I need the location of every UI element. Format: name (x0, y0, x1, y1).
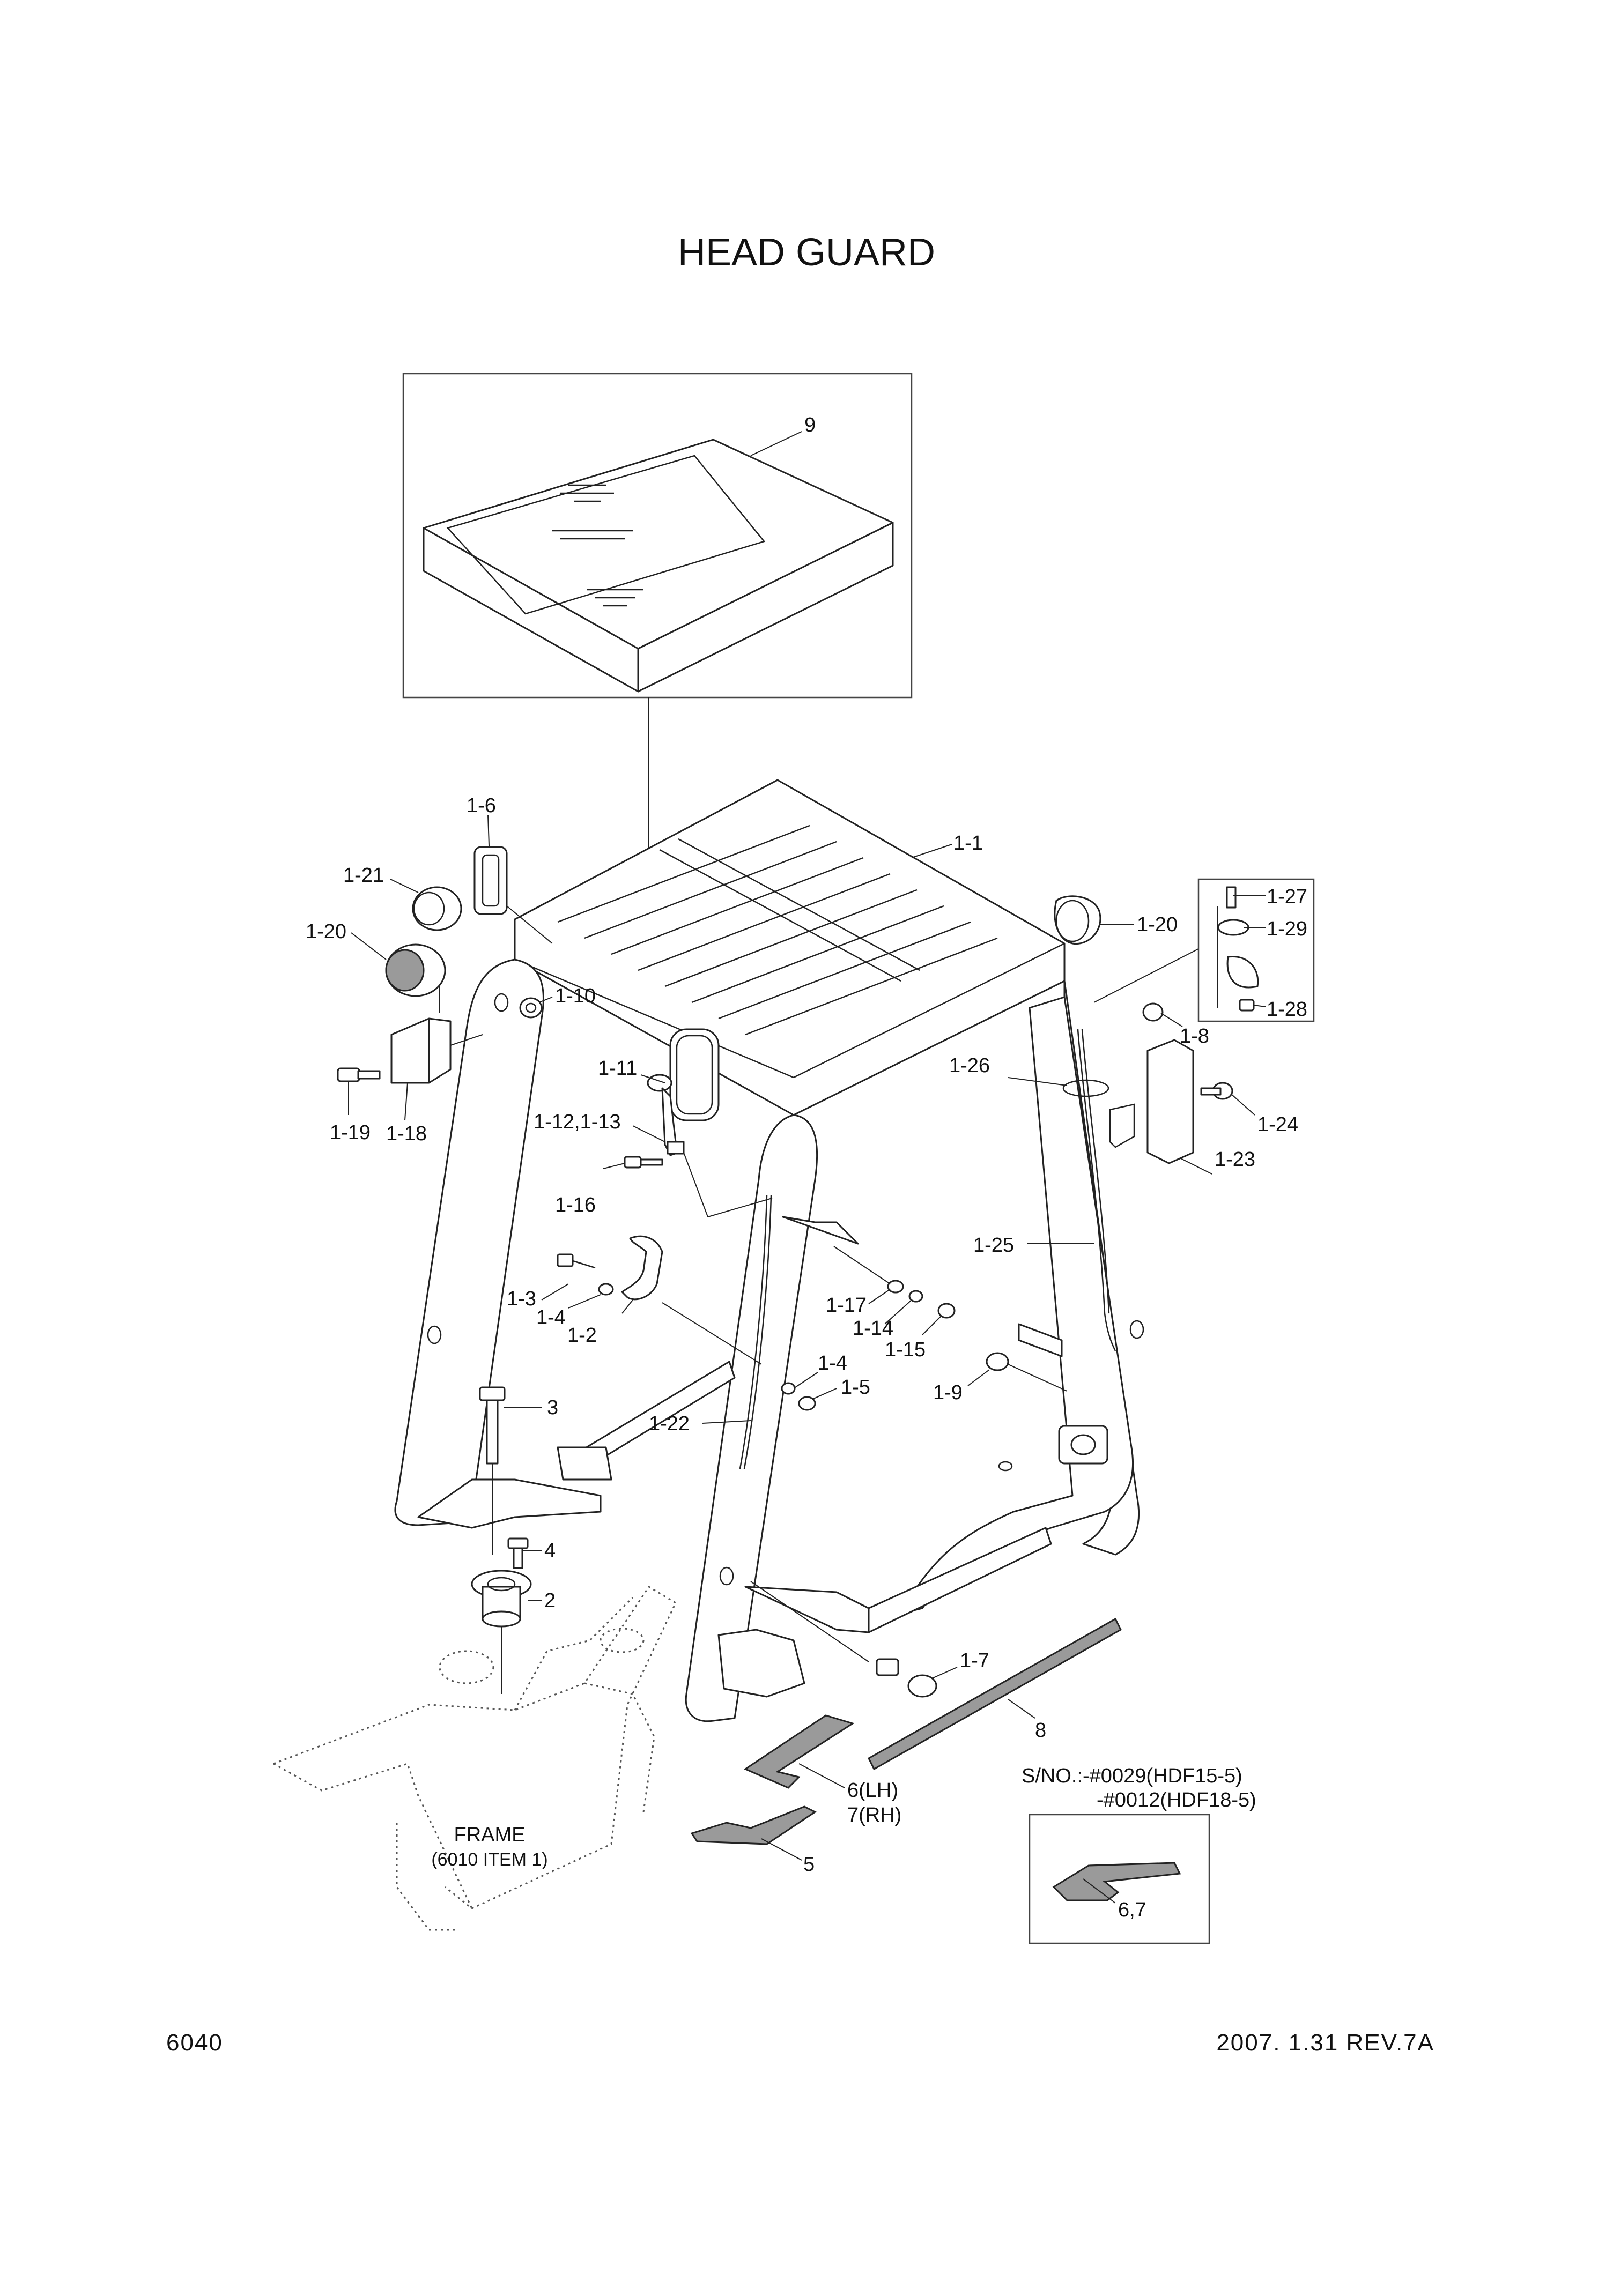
lamp-detail-box (1093, 878, 1315, 1022)
callout-3: 3 (547, 1396, 558, 1419)
callout-7-rh: 7(RH) (847, 1804, 901, 1826)
item-1-8-grommet (1142, 1002, 1183, 1027)
item-3-bolt (479, 1386, 542, 1555)
item-1-23-rear-lamp (1109, 1039, 1212, 1175)
item-1-12-13-mirror-arm (632, 1087, 685, 1156)
page-number: 6040 (166, 2030, 223, 2056)
item-1-9-plug (967, 1352, 1068, 1392)
callout-1-22: 1-22 (649, 1413, 690, 1435)
callout-6-lh: 6(LH) (847, 1779, 898, 1802)
callout-1-4-a: 1-4 (536, 1306, 566, 1329)
callout-8: 8 (1035, 1719, 1046, 1742)
item-1-18-bracket (390, 1017, 483, 1121)
item-2-rubber-mount (471, 1570, 542, 1694)
callout-labels: 9 1-1 1-6 1-21 1-20 1-20 1-10 1-19 1-18 … (306, 414, 1307, 1921)
revision-date: 2007. 1.31 REV.7A (1216, 2030, 1434, 2056)
item-1-16-bolt (603, 1152, 773, 1217)
callout-1-11: 1-11 (598, 1057, 637, 1080)
callout-1-16: 1-16 (555, 1194, 596, 1216)
callout-1-1: 1-1 (953, 832, 983, 855)
callout-1-25: 1-25 (973, 1234, 1014, 1257)
callout-1-27: 1-27 (1267, 886, 1307, 908)
item-9-manual-box (402, 373, 913, 850)
callout-1-15: 1-15 (885, 1339, 926, 1361)
item-8-bar (868, 1617, 1122, 1771)
item-1-2-grip (621, 1235, 762, 1365)
callout-1-6: 1-6 (467, 794, 496, 817)
item-1-20-lamp-right (1054, 895, 1134, 945)
items-6-7-plate (743, 1714, 855, 1789)
items-1-4-1-5-washer-nut (781, 1372, 837, 1411)
frame-label-line-1: FRAME (454, 1824, 526, 1846)
item-1-20-lamp-left (351, 932, 446, 1013)
callout-9: 9 (804, 414, 816, 436)
item-1-3-bolt (541, 1253, 596, 1301)
callout-1-2: 1-2 (567, 1324, 597, 1347)
callout-2: 2 (544, 1589, 556, 1612)
callout-1-7: 1-7 (960, 1649, 989, 1672)
item-4-bolt (507, 1537, 542, 1569)
callout-1-12-1-13: 1-12,1-13 (534, 1111, 621, 1133)
callout-1-8: 1-8 (1180, 1025, 1209, 1047)
callout-1-18: 1-18 (386, 1123, 427, 1145)
item-1-10-grommet (519, 997, 553, 1019)
frame-dotted-reference (273, 1585, 677, 1931)
callout-1-19: 1-19 (330, 1121, 371, 1144)
callout-1-9: 1-9 (933, 1381, 963, 1404)
item-5-plate (690, 1805, 817, 1861)
callout-1-3: 1-3 (507, 1288, 536, 1310)
callout-6-7: 6,7 (1118, 1899, 1146, 1921)
serial-note-line-2: -#0012(HDF18-5) (1097, 1789, 1256, 1811)
callout-4: 4 (544, 1540, 556, 1562)
items-1-17-1-14-1-15-hardware (833, 1246, 956, 1335)
callout-1-20-left: 1-20 (306, 920, 346, 943)
callout-1-14: 1-14 (853, 1317, 893, 1340)
serial-note-line-1: S/NO.:-#0029(HDF15-5) (1022, 1765, 1242, 1787)
item-1-1-head-guard-frame (394, 779, 1144, 1722)
callout-1-26: 1-26 (949, 1054, 990, 1077)
callout-1-28: 1-28 (1267, 998, 1307, 1021)
serial-detail-box (1029, 1814, 1210, 1944)
item-1-19-bolt (337, 1067, 381, 1115)
item-1-7-bolt-cap (750, 1581, 958, 1698)
item-1-25-wire (1027, 1029, 1116, 1351)
callout-1-24: 1-24 (1257, 1113, 1298, 1136)
callout-1-10: 1-10 (555, 985, 596, 1007)
item-9-frame (402, 373, 913, 699)
item-1-24-screw (1200, 1082, 1255, 1116)
page-title: HEAD GUARD (678, 231, 935, 274)
callout-1-21: 1-21 (343, 864, 384, 887)
callout-1-4-b: 1-4 (818, 1352, 847, 1374)
item-1-11-mirror (640, 1028, 720, 1121)
callout-5: 5 (803, 1853, 815, 1876)
item-1-6-plate (473, 814, 553, 944)
callout-1-23: 1-23 (1215, 1148, 1255, 1171)
callout-1-17: 1-17 (826, 1294, 867, 1317)
callout-1-5: 1-5 (841, 1376, 870, 1399)
item-1-22-wire (702, 1195, 772, 1469)
callout-1-29: 1-29 (1267, 918, 1307, 940)
frame-label-line-2: (6010 ITEM 1) (431, 1849, 547, 1870)
item-1-26-clamp (1008, 1077, 1109, 1097)
item-1-21-lamp (390, 879, 462, 931)
item-1-4-washer-a (568, 1283, 614, 1309)
callout-1-20-right: 1-20 (1137, 913, 1178, 936)
